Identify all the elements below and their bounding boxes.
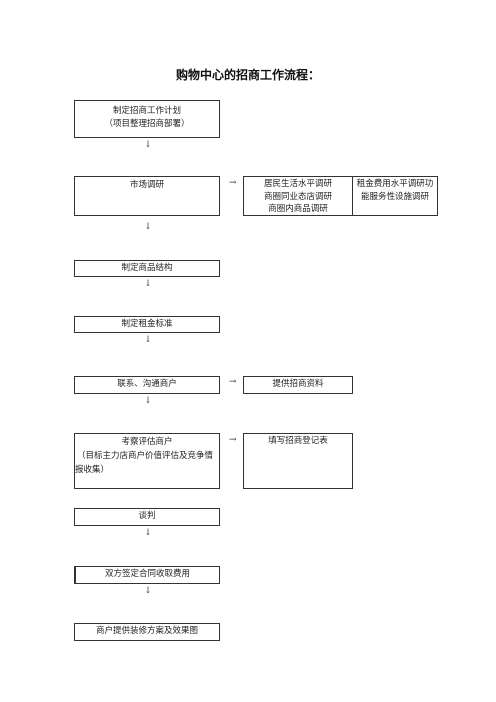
page-title: 购物中心的招商工作流程： bbox=[175, 68, 320, 82]
step-evaluate-box: 考察评估商户 （目标主力店商户价值评估及竞争情 报收集） bbox=[74, 433, 220, 489]
arrow-down-icon: ↓ bbox=[144, 528, 152, 538]
arrow-down-icon: ↓ bbox=[144, 396, 152, 406]
step-contact-label: 联系、沟通商户 bbox=[117, 379, 177, 389]
arrow-right-icon: → bbox=[229, 435, 237, 445]
step-structure-label: 制定商品结构 bbox=[121, 263, 173, 273]
research-detail-line1: 居民生活水平调研 bbox=[263, 179, 332, 189]
research-detail-box: 居民生活水平调研 商圈同业态店调研 商圈内商品调研 bbox=[243, 176, 353, 216]
arrow-down-icon: ↓ bbox=[144, 335, 152, 345]
step-contact-box: 联系、沟通商户 bbox=[74, 376, 220, 394]
step-negotiate-label: 谈判 bbox=[138, 511, 156, 521]
step-decor-label: 商户提供装修方案及效果图 bbox=[95, 626, 198, 636]
step-negotiate-box: 谈判 bbox=[74, 508, 220, 526]
step-sign-box: 双方签定合同收取费用 bbox=[74, 566, 220, 584]
arrow-down-icon: ↓ bbox=[144, 279, 152, 289]
arrow-right-icon: → bbox=[229, 377, 237, 387]
step-evaluate-line3: 报收集） bbox=[75, 465, 110, 475]
research-detail-line2: 商圈同业态店调研 bbox=[263, 191, 332, 202]
step-evaluate-line2: （目标主力店商户价值评估及竞争情 bbox=[77, 451, 214, 461]
step-rent-label: 制定租金标准 bbox=[121, 319, 173, 329]
step-research-box: 市场调研 bbox=[74, 176, 220, 216]
step-research-label: 市场调研 bbox=[129, 180, 164, 190]
step-structure-box: 制定商品结构 bbox=[74, 260, 220, 277]
evaluate-side-label: 填写招商登记表 bbox=[268, 436, 328, 446]
arrow-right-icon: → bbox=[229, 178, 237, 188]
arrow-down-icon: ↓ bbox=[144, 140, 152, 150]
research-extra-box: 租金费用水平调研功 能服务性设施调研 bbox=[352, 176, 438, 216]
step-sign-label: 双方签定合同收取费用 bbox=[104, 569, 190, 579]
research-extra-line2: 能服务性设施调研 bbox=[360, 191, 429, 202]
contact-side-label: 提供招商资料 bbox=[272, 379, 324, 389]
research-extra-line1: 租金费用水平调研功 bbox=[356, 179, 434, 189]
evaluate-side-box: 填写招商登记表 bbox=[243, 433, 353, 489]
research-detail-line3: 商圈内商品调研 bbox=[268, 204, 328, 214]
step-evaluate-line1: 考察评估商户 bbox=[121, 437, 173, 447]
arrow-down-icon: ↓ bbox=[144, 586, 152, 596]
contact-side-box: 提供招商资料 bbox=[243, 376, 353, 394]
step-decor-box: 商户提供装修方案及效果图 bbox=[74, 623, 220, 641]
step-plan-line1: 制定招商工作计划 bbox=[112, 106, 181, 116]
arrow-down-icon: ↓ bbox=[144, 222, 152, 232]
step-plan-line2: （项目整理招商部署） bbox=[104, 119, 190, 129]
step-rent-box: 制定租金标准 bbox=[74, 316, 220, 333]
step-plan-box: 制定招商工作计划 （项目整理招商部署） bbox=[74, 100, 220, 138]
